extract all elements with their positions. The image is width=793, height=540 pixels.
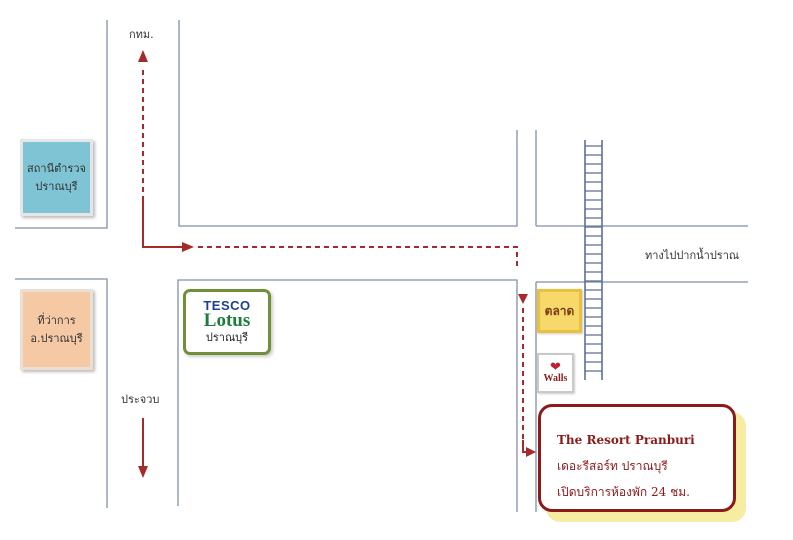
walls-label: Walls — [543, 373, 568, 384]
resort-name-th: เดอะรีสอร์ท ปราณบุรี — [557, 459, 668, 473]
resort-hours: เปิดบริการห้องพัก 24 ชม. — [557, 485, 690, 499]
arrow-right-icon — [182, 242, 194, 252]
tesco-lotus-landmark: TESCO Lotus ปราณบุรี — [183, 289, 271, 355]
route-turn — [142, 200, 182, 248]
police-station-landmark: สถานีตำรวจ ปราณบุรี — [20, 139, 93, 216]
arrow-down-icon — [518, 294, 528, 304]
market-label: ตลาด — [544, 304, 575, 318]
resort-name-en: The Resort Pranburi — [557, 433, 695, 447]
south-destination-label: ประจวบ — [121, 393, 160, 406]
road-edge — [178, 20, 518, 227]
east-destination-label: ทางไปปากน้ำปราณ — [645, 249, 740, 262]
arrow-right-icon — [526, 447, 536, 457]
tesco-logo-bottom: Lotus — [203, 309, 251, 331]
tesco-branch: ปราณบุรี — [205, 330, 249, 344]
police-station-line2: ปราณบุรี — [35, 179, 78, 193]
resort-destination-card: The Resort Pranburi เดอะรีสอร์ท ปราณบุรี… — [538, 404, 736, 512]
railway — [584, 140, 603, 380]
district-office-landmark: ที่ว่าการ อ.ปราณบุรี — [20, 289, 93, 370]
market-landmark: ตลาด — [537, 289, 582, 333]
arrow-down-icon — [138, 466, 148, 478]
arrow-up-icon — [138, 50, 148, 62]
tesco-logo-top: TESCO — [203, 297, 251, 313]
district-office-line1: ที่ว่าการ — [37, 313, 76, 327]
north-destination-label: กทม. — [129, 28, 154, 41]
road-edge — [15, 278, 108, 508]
police-station-line1: สถานีตำรวจ — [27, 161, 86, 175]
walls-heart-icon: ❤ — [550, 359, 561, 374]
road-edge — [177, 279, 518, 512]
district-office-line2: อ.ปราณบุรี — [30, 331, 83, 345]
route-east — [198, 246, 518, 270]
road-edge — [15, 20, 108, 229]
walls-landmark: ❤ Walls — [537, 353, 574, 393]
route-to-resort — [522, 440, 528, 453]
